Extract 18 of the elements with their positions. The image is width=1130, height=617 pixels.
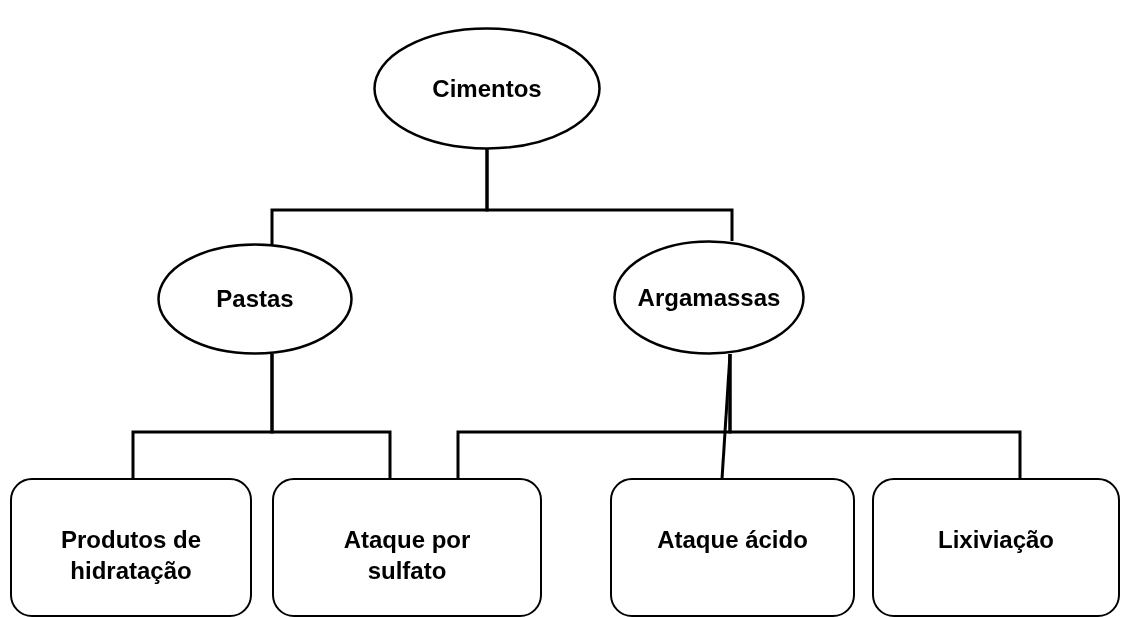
rounded-box: [10, 478, 252, 617]
node-label: Pastas: [216, 284, 294, 315]
connector-line: [270, 354, 392, 479]
rounded-box: [272, 478, 542, 617]
node-label: Argamassas: [637, 282, 781, 313]
node-label: Ataque ácido: [657, 525, 808, 555]
rounded-box: [610, 478, 855, 617]
connector-line: [720, 353, 732, 480]
rounded-box: [872, 478, 1120, 617]
connector-line: [728, 354, 1022, 479]
node-label: Cimentos: [432, 73, 542, 104]
node-label: Ataque por sulfato: [342, 525, 472, 587]
ellipse-node: [373, 27, 601, 150]
connector-line: [485, 149, 734, 241]
node-label: Lixiviação: [937, 525, 1055, 555]
ellipse-node: [157, 243, 353, 355]
node-label: Produtos de hidratação: [60, 525, 202, 587]
ellipse-node: [613, 240, 805, 355]
